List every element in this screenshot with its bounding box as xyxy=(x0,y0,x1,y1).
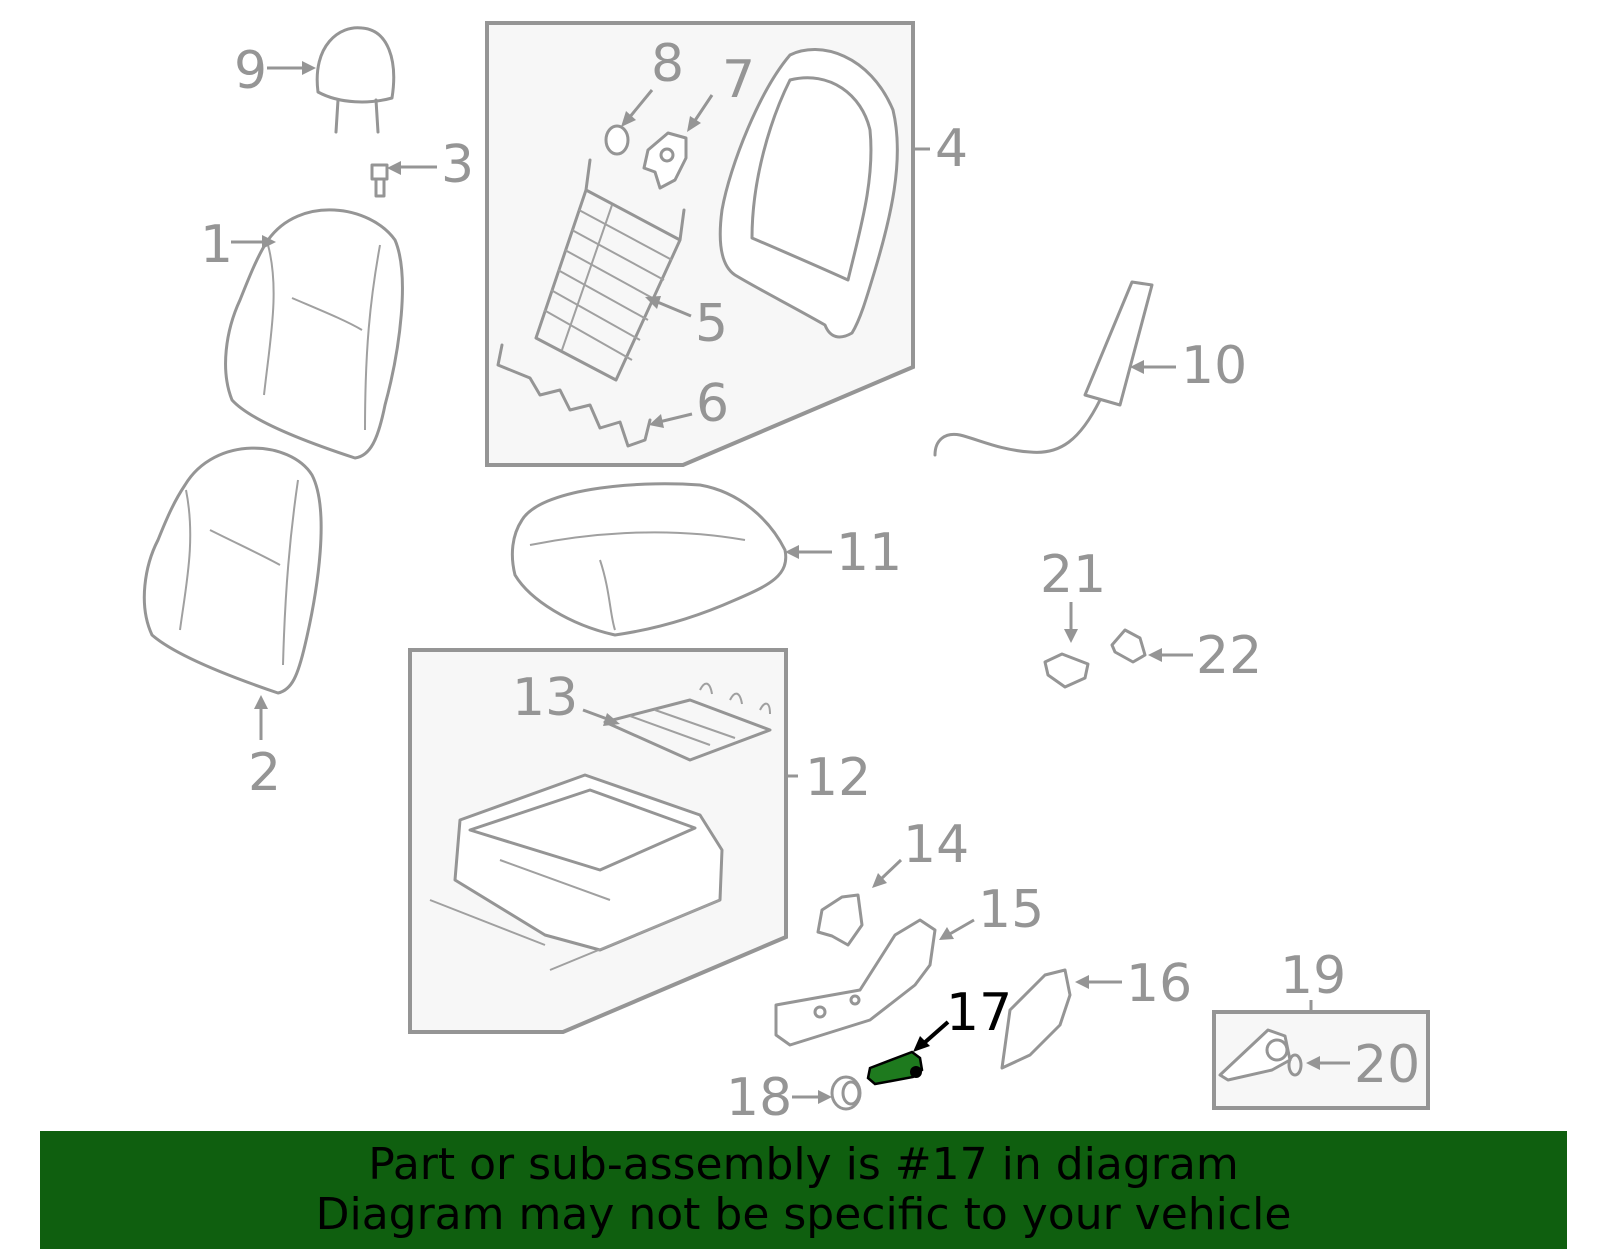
seatback-frame-part-4 xyxy=(718,48,899,339)
callout-10: 10 xyxy=(1181,336,1247,396)
cap-part-18 xyxy=(830,1075,862,1111)
lever-assembly-part-20 xyxy=(1218,1028,1303,1082)
clip-part-21 xyxy=(1043,652,1090,689)
callout-11: 11 xyxy=(836,523,902,583)
bracket-part-14 xyxy=(816,893,864,947)
banner-line-part-number: Part or sub-assembly is #17 in diagram xyxy=(368,1139,1239,1190)
leader-lines xyxy=(231,61,1350,1104)
callout-7: 7 xyxy=(722,50,755,110)
callout-labels: 9 3 1 2 8 7 4 5 6 10 11 12 13 21 22 14 1… xyxy=(200,34,1420,1128)
seatback-cover-part-1 xyxy=(224,208,404,460)
side-shield-part-15 xyxy=(774,918,937,1047)
callout-8: 8 xyxy=(651,34,684,94)
side-airbag-part-10 xyxy=(933,280,1154,457)
recliner-lever-part-17 xyxy=(866,1050,924,1086)
cushion-frame-part-12 xyxy=(429,773,724,971)
callout-2: 2 xyxy=(248,743,281,803)
callout-14: 14 xyxy=(903,815,969,875)
seatback-pad-part-2 xyxy=(142,446,323,695)
callout-13: 13 xyxy=(512,668,578,728)
callout-16: 16 xyxy=(1126,954,1192,1014)
callout-1: 1 xyxy=(200,215,233,275)
callout-4: 4 xyxy=(935,119,968,179)
callout-3: 3 xyxy=(441,135,474,195)
cushion-spring-part-13 xyxy=(603,682,772,762)
callout-22: 22 xyxy=(1196,626,1262,686)
callout-6: 6 xyxy=(696,374,729,434)
callout-17: 17 xyxy=(946,983,1012,1043)
callout-18: 18 xyxy=(726,1068,792,1128)
headrest-part-9 xyxy=(315,26,396,134)
clip-part-8 xyxy=(604,124,630,156)
trim-cover-part-16 xyxy=(1000,968,1072,1070)
callout-12: 12 xyxy=(805,748,871,808)
spring-wire-part-6 xyxy=(496,343,652,448)
callout-9: 9 xyxy=(234,41,267,101)
clip-part-22 xyxy=(1110,628,1147,664)
notice-banner: Part or sub-assembly is #17 in diagram D… xyxy=(40,1131,1567,1249)
lumbar-support-part-5 xyxy=(534,158,686,382)
callout-5: 5 xyxy=(695,294,728,354)
callout-20: 20 xyxy=(1354,1035,1420,1095)
seat-cushion-part-11 xyxy=(510,482,788,637)
callout-21: 21 xyxy=(1040,545,1106,605)
callout-15: 15 xyxy=(978,880,1044,940)
banner-line-disclaimer: Diagram may not be specific to your vehi… xyxy=(315,1189,1292,1240)
callout-19: 19 xyxy=(1280,946,1346,1006)
headrest-guide-part-3 xyxy=(370,163,389,198)
lumbar-actuator-part-7 xyxy=(642,131,688,190)
